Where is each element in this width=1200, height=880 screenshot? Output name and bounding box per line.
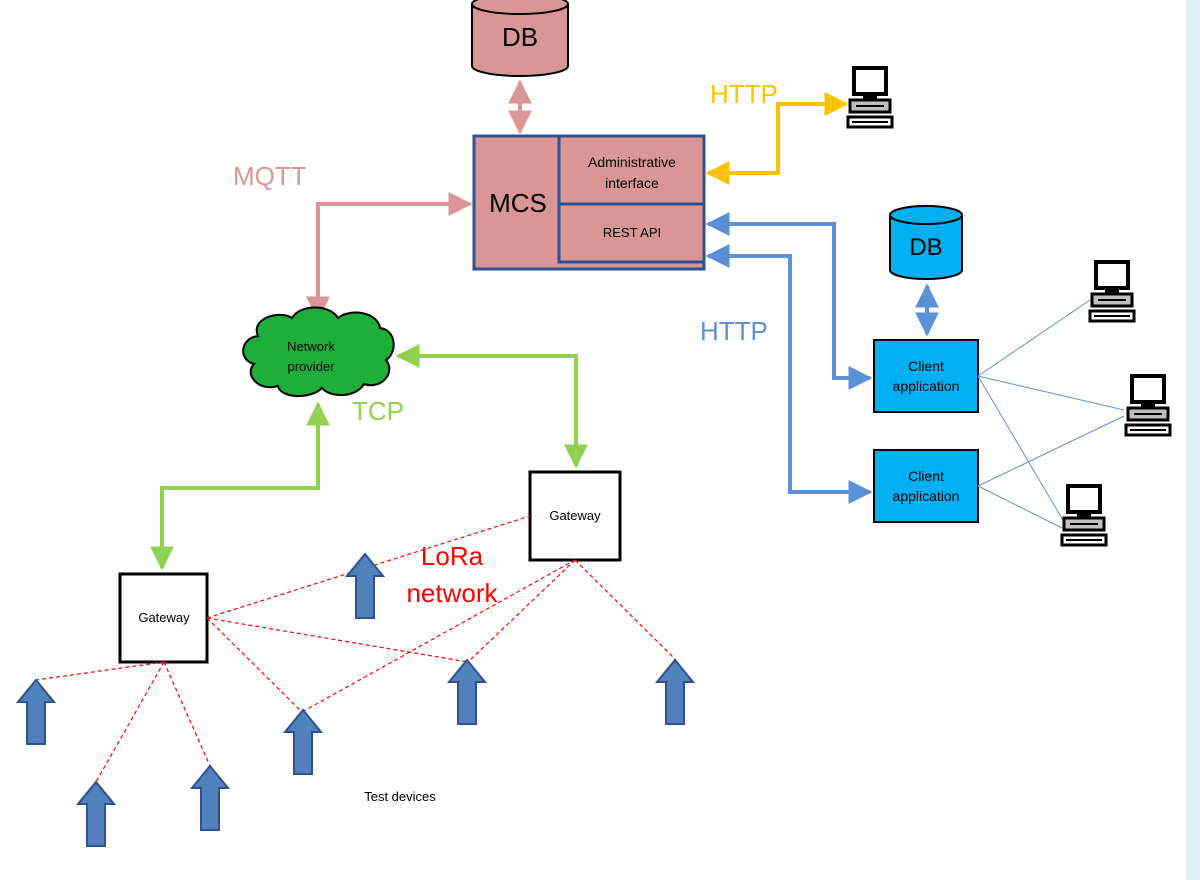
admin-computer-icon [846,66,894,129]
client-app1-label-2: application [893,378,960,394]
gateway-right-label: Gateway [549,508,601,523]
lora-links [35,515,677,783]
device-arrow-icon [346,553,384,619]
device-arrow-icon [191,765,229,831]
mqtt-label: MQTT [233,161,307,191]
client-application-2: Client application [873,449,979,523]
device-arrow-icon [448,659,486,725]
http-client2-connector [705,244,873,504]
client-computer-2-icon [1124,374,1172,437]
mcs-box: MCS Administrative interface REST API [472,134,706,271]
tcp-gateway-left-connector [150,401,330,571]
admin-interface-label-2: interface [605,175,659,191]
gateway-right: Gateway [528,470,622,562]
client-app2-label-1: Client [908,468,944,484]
gateway-left-label: Gateway [138,610,190,625]
mqtt-connector [306,192,473,321]
db-right-label: DB [909,234,942,261]
tcp-label: TCP [352,396,404,426]
http-mid-label: HTTP [700,316,768,346]
client-computer-1-icon [1088,260,1136,323]
db-top-cylinder: DB [471,0,569,77]
network-provider-label-1: Network [287,339,335,354]
rest-api-label: REST API [603,225,661,240]
client-application-1: Client application [873,339,979,413]
lora-label-2: network [406,578,498,608]
tcp-gateway-right-connector [395,344,588,469]
http-top-label: HTTP [710,79,778,109]
client-computer-3-icon [1060,484,1108,547]
lora-label-1: LoRa [421,541,484,571]
test-devices-label: Test devices [364,789,436,804]
client-app1-label-1: Client [908,358,944,374]
admin-interface-label-1: Administrative [588,154,676,170]
db-right-cylinder: DB [889,205,963,280]
client-computer-links [977,299,1125,529]
device-arrow-icon [284,709,322,775]
rest-api-box [557,202,706,264]
right-edge-strip [1186,0,1200,880]
network-provider-cloud: Network provider [242,306,395,397]
gateway-left: Gateway [118,572,209,664]
http-admin-connector [705,92,849,185]
device-arrow-icon [656,659,694,725]
mcs-label: MCS [489,188,547,218]
db-top-label: DB [502,22,538,52]
device-arrow-icon [17,679,55,745]
network-provider-label-2: provider [288,359,336,374]
device-arrow-icon [77,781,115,847]
client-app2-label-2: application [893,488,960,504]
admin-interface-box [557,134,706,206]
